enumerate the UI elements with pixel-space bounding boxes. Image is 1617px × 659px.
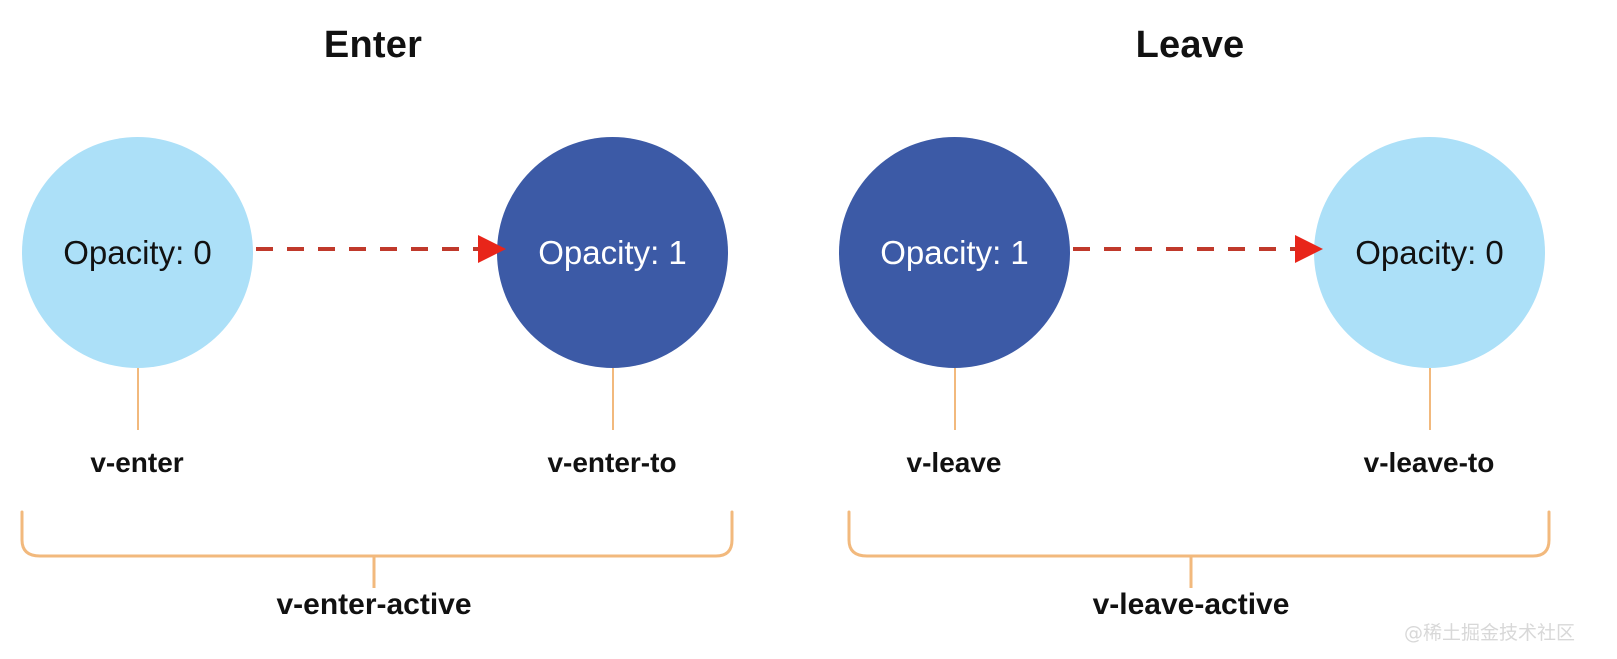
connector-v-leave-to	[1429, 368, 1431, 430]
state-label-v-enter-to: v-enter-to	[547, 447, 677, 478]
connector-v-enter	[137, 368, 139, 430]
state-label-v-enter: v-enter	[90, 447, 184, 478]
node-circle-v-enter: Opacity: 0	[22, 137, 253, 368]
watermark-text: @稀土掘金技术社区	[1404, 622, 1576, 644]
bracket-v-enter-active	[20, 510, 734, 588]
panel-title-leave: Leave	[1135, 24, 1245, 66]
active-label-v-leave-active: v-leave-active	[1092, 588, 1290, 621]
node-value-v-enter: Opacity: 0	[63, 234, 212, 271]
state-label-v-leave: v-leave	[906, 447, 1002, 478]
node-value-v-enter-to: Opacity: 1	[538, 234, 687, 271]
state-label-v-leave-to: v-leave-to	[1363, 447, 1495, 478]
node-circle-v-leave-to: Opacity: 0	[1314, 137, 1545, 368]
node-circle-v-leave: Opacity: 1	[839, 137, 1070, 368]
node-value-v-leave: Opacity: 1	[880, 234, 1029, 271]
connector-v-leave	[954, 368, 956, 430]
node-circle-v-enter-to: Opacity: 1	[497, 137, 728, 368]
connector-v-enter-to	[612, 368, 614, 430]
bracket-v-leave-active	[847, 510, 1551, 588]
node-value-v-leave-to: Opacity: 0	[1355, 234, 1504, 271]
panel-title-enter: Enter	[323, 24, 423, 66]
active-label-v-enter-active: v-enter-active	[276, 588, 472, 621]
